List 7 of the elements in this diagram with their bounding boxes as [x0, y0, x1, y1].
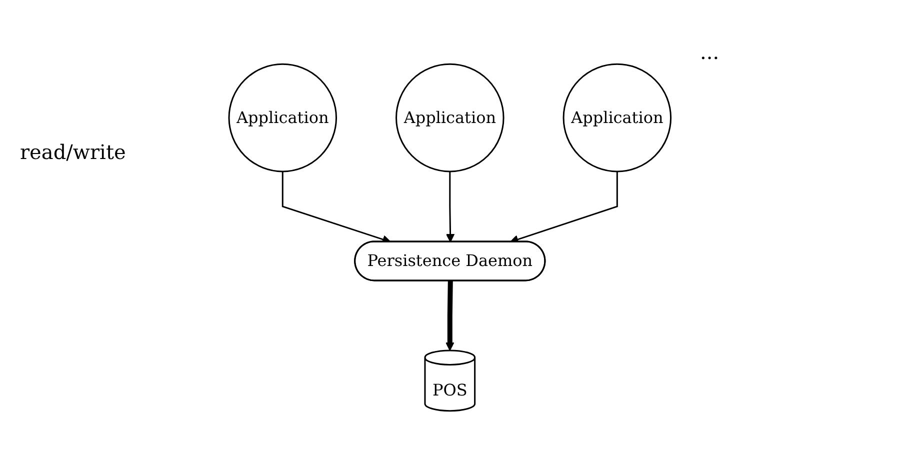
arrow	[446, 280, 454, 351]
node-circle: Application	[228, 63, 338, 172]
note-text: read/write	[20, 140, 126, 164]
ellipsis-text: ...	[700, 40, 720, 64]
arrow	[446, 171, 455, 242]
node-circle: Application	[396, 63, 504, 172]
node-circle: Application	[562, 63, 672, 172]
